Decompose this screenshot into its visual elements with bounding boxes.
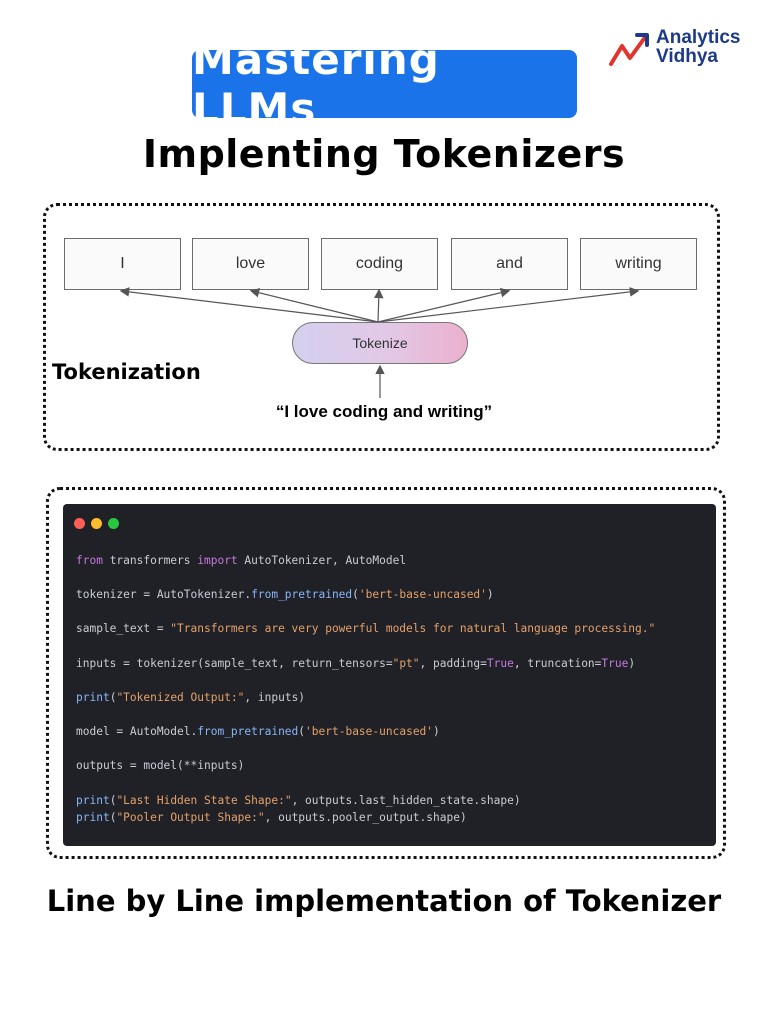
trend-arrow-icon [609,33,649,66]
token-box: I [64,238,181,290]
code-line: outputs = model(**inputs) [76,759,245,772]
footer-caption: Line by Line implementation of Tokenizer [46,884,722,918]
code-line: inputs = tokenizer(sample_text, return_t… [76,657,636,670]
window-minimize-dot [91,518,102,529]
token-box: love [192,238,309,290]
input-sentence: “I love coding and writing” [275,402,493,421]
token-box: coding [321,238,438,290]
code-window [63,504,716,846]
code-line: print("Pooler Output Shape:", outputs.po… [76,811,467,824]
tokenization-diagram-frame [43,203,720,451]
token-box: and [451,238,568,290]
title-banner: Mastering LLMs [192,35,577,133]
window-close-dot [74,518,85,529]
tokenization-section-label: Tokenization [52,360,201,384]
analytics-vidhya-logo: Analytics Vidhya [608,28,758,72]
code-line: sample_text = "Transformers are very pow… [76,622,656,635]
code-section-frame [46,487,726,859]
page-subtitle: Implenting Tokenizers [142,132,626,176]
code-line: tokenizer = AutoTokenizer.from_pretraine… [76,588,494,601]
tokenize-step: Tokenize [292,322,468,364]
code-line: model = AutoModel.from_pretrained('bert-… [76,725,440,738]
code-line: print("Last Hidden State Shape:", output… [76,794,521,807]
code-line: print("Tokenized Output:", inputs) [76,691,306,704]
logo-text-line1: Analytics [656,27,741,48]
logo-text-line2: Vidhya [656,46,718,67]
token-box: writing [580,238,697,290]
window-maximize-dot [108,518,119,529]
page-title: Mastering LLMs [192,35,440,133]
code-line: from transformers import AutoTokenizer, … [76,554,407,567]
